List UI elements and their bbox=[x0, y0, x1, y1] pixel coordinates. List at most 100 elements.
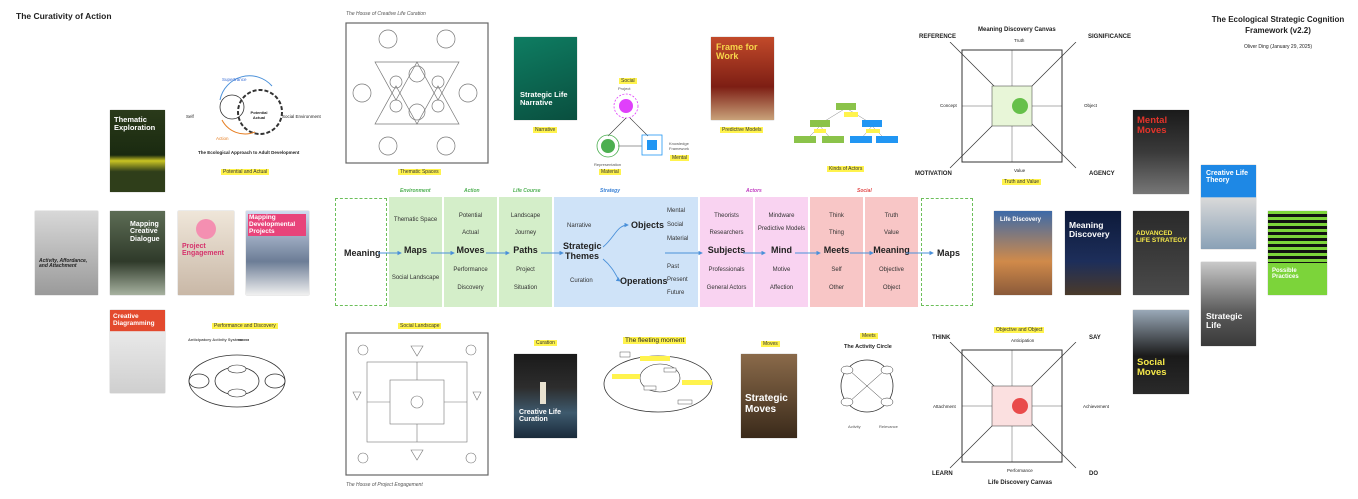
social-mental-material-diagram bbox=[596, 93, 663, 158]
strategy-band bbox=[554, 197, 698, 307]
supertrance-label: Supertrance bbox=[222, 77, 247, 82]
paths-label: Paths bbox=[513, 245, 538, 255]
themes-bottom-label: Curation bbox=[570, 278, 593, 284]
mdc-object: Object bbox=[1084, 103, 1098, 108]
book-meaning-discovery: Meaning Discovery bbox=[1065, 211, 1121, 295]
thematic-highlight: Thematic Spaces bbox=[398, 169, 441, 175]
operations-label: Operations bbox=[620, 276, 668, 286]
book-thematic-exploration: Thematic Exploration bbox=[110, 110, 165, 192]
truth-highlight: Truth and Value bbox=[1002, 179, 1042, 185]
book-creative-life-curation-title: Creative Life Curation bbox=[519, 409, 562, 424]
themes-top-label: Narrative bbox=[567, 223, 592, 229]
project-caption: Project bbox=[618, 86, 631, 91]
activity-circle-caption: The Activity Circle bbox=[844, 344, 892, 350]
objects-1: Mental bbox=[667, 208, 686, 214]
potential-actual-diagram bbox=[219, 75, 283, 135]
performance-highlight: Performance and Discovery bbox=[212, 323, 278, 329]
mind-bottom1: Motive bbox=[772, 267, 791, 273]
objects-2: Social bbox=[667, 222, 684, 228]
maps-right-box bbox=[921, 198, 973, 306]
meaning-left-box bbox=[335, 198, 387, 306]
ldc-learn: LEARN bbox=[932, 471, 953, 477]
moves-bottom2: Discovery bbox=[457, 285, 484, 291]
curation-highlight: Curation bbox=[534, 340, 557, 346]
mdc-agency: AGENCY bbox=[1089, 171, 1115, 177]
objects-label: Objects bbox=[631, 220, 665, 230]
paths-top2: Journey bbox=[514, 230, 537, 236]
book-possible-practices-title: Possible Practices bbox=[1272, 268, 1299, 281]
relevance-label: Relevance bbox=[879, 424, 898, 429]
paths-top1: Landscape bbox=[510, 213, 541, 219]
book-possible-practices: Possible Practices bbox=[1268, 211, 1327, 295]
book-strategic-life-title: Strategic Life bbox=[1206, 311, 1243, 330]
operations-1: Past bbox=[667, 264, 680, 270]
meets-top2: Thing bbox=[828, 230, 844, 236]
ldc-performance: Performance bbox=[1007, 468, 1033, 473]
house-creative-diagram bbox=[345, 22, 489, 164]
meaning-bottom2: Object bbox=[882, 285, 901, 291]
right-title-line1: The Ecological Strategic Cognition bbox=[1211, 15, 1345, 24]
meets-top1: Think bbox=[829, 213, 844, 219]
book-activity-affordance: Activity, Affordance, and Attachment bbox=[35, 211, 98, 295]
meaning-top1: Truth bbox=[884, 213, 899, 219]
themes-label: Strategic Themes bbox=[563, 241, 602, 261]
moves-top1: Potential bbox=[458, 213, 483, 219]
book-mapping-developmental: Mapping Developmental Projects bbox=[246, 211, 309, 295]
book-thematic-exploration-title: Thematic Exploration bbox=[114, 115, 156, 132]
meets-bottom2: Other bbox=[828, 285, 844, 291]
ldc-say: SAY bbox=[1089, 335, 1101, 341]
book-activity-affordance-title: Activity, Affordance, and Attachment bbox=[39, 258, 88, 270]
maps-bottom-label: Social Landscape bbox=[391, 275, 440, 281]
moves-bottom1: Performance bbox=[453, 267, 488, 273]
activity-label: Activity bbox=[848, 424, 861, 429]
ldc-think: THINK bbox=[932, 335, 951, 341]
ecological-caption: The Ecological Approach to Adult Develop… bbox=[198, 150, 300, 155]
maps-label: Maps bbox=[403, 245, 427, 255]
book-creative-diagramming: Creative Diagramming bbox=[110, 310, 165, 393]
operations-2: Present bbox=[667, 277, 688, 283]
mdc-concept: Concept bbox=[940, 103, 957, 108]
book-mapping-creative: Mapping Creative Dialogue bbox=[110, 211, 165, 295]
house-project-diagram bbox=[345, 332, 489, 476]
meaning-bottom1: Objective bbox=[878, 267, 904, 273]
book-life-discovery: Life Discovery bbox=[994, 211, 1052, 295]
book-social-moves-title: Social Moves bbox=[1137, 357, 1167, 378]
ldc-title: Life Discovery Canvas bbox=[988, 480, 1053, 486]
book-strategic-life-narrative: Strategic Life Narrative bbox=[514, 37, 577, 120]
subjects-bottom2: General Actors bbox=[706, 285, 747, 291]
category-strategy: Strategy bbox=[600, 188, 621, 194]
book-creative-life-curation: Creative Life Curation bbox=[514, 354, 577, 438]
book-project-engagement: Project Engagement bbox=[178, 211, 234, 295]
subjects-band: Theorists Researchers Subjects Professio… bbox=[700, 197, 753, 307]
book-meaning-discovery-title: Meaning Discovery bbox=[1069, 220, 1110, 239]
mind-label: Mind bbox=[771, 245, 792, 255]
book-creative-diagramming-title: Creative Diagramming bbox=[113, 313, 155, 327]
meets-highlight: Meets bbox=[860, 333, 878, 339]
book-strategic-moves: Strategic Moves bbox=[741, 354, 797, 438]
subjects-top2: Researchers bbox=[709, 230, 744, 236]
anticipatory-caption: Anticipatory Activity System bbox=[188, 337, 243, 342]
left-title: The Curativity of Action bbox=[16, 11, 112, 21]
mdc-significance: SIGNIFICANCE bbox=[1088, 34, 1132, 40]
life-discovery-canvas bbox=[949, 342, 1077, 469]
category-actors: Actors bbox=[746, 188, 762, 194]
representation-caption: Representation bbox=[594, 162, 622, 167]
moves-label: Moves bbox=[456, 245, 485, 255]
subjects-top1: Theorists bbox=[714, 213, 739, 219]
knowledge-caption: Knowledge Framework bbox=[669, 141, 690, 151]
category-action: Action bbox=[464, 188, 480, 194]
fleeting-moment-diagram bbox=[603, 351, 713, 413]
paths-bottom2: Situation bbox=[513, 285, 538, 291]
author-date: Oliver Ding (January 29, 2025) bbox=[1243, 44, 1313, 50]
kinds-highlight: Kinds of Actors bbox=[827, 166, 865, 172]
narrative-highlight: Narrative bbox=[533, 127, 558, 133]
social-landscape-highlight: Social Landscape bbox=[398, 323, 442, 329]
maps-top-label: Thematic Space bbox=[393, 217, 438, 223]
operations-3: Future bbox=[667, 290, 685, 296]
mental-highlight: Mental bbox=[670, 155, 690, 161]
objective-highlight: Objective and Object bbox=[994, 327, 1045, 333]
potential-actual-highlight: Potential and Actual bbox=[221, 169, 270, 175]
category-life-course: Life Course bbox=[513, 188, 541, 194]
book-advanced-life-strategy-title: ADVANCED LIFE STRATEGY bbox=[1136, 230, 1187, 244]
mind-bottom2: Affection bbox=[769, 285, 794, 291]
